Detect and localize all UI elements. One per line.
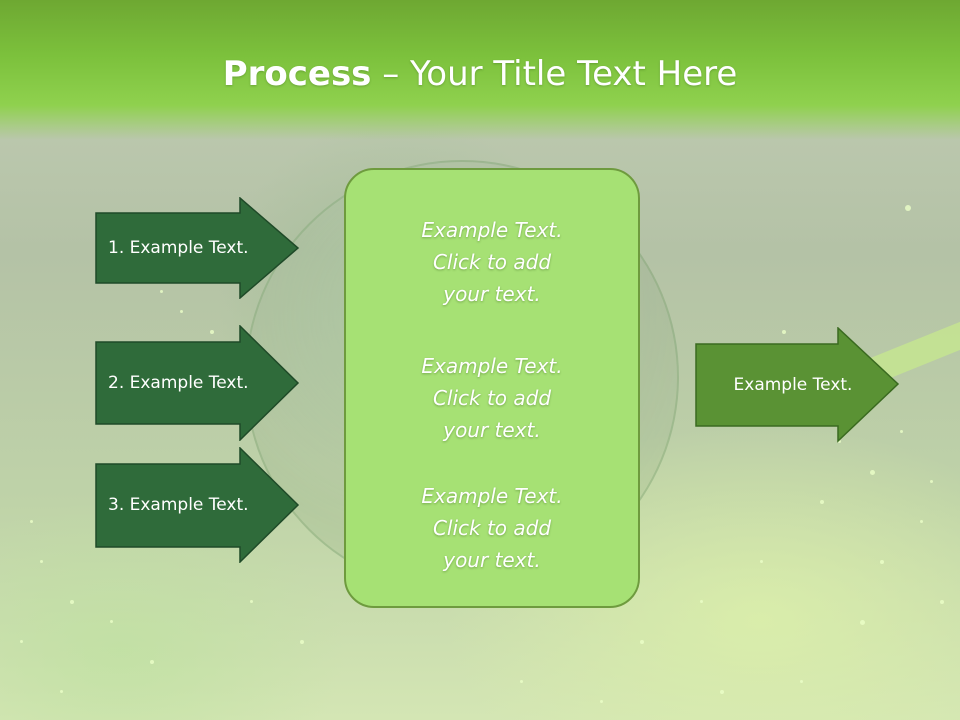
sparkle-dot: [110, 620, 113, 623]
sparkle-dot: [720, 690, 724, 694]
sparkle-dot: [160, 290, 163, 293]
process-step-arrow-3[interactable]: 3. Example Text.: [95, 447, 300, 563]
sparkle-dot: [860, 620, 865, 625]
arrow-shape: [95, 325, 300, 441]
title-bold: Process: [222, 54, 372, 94]
sparkle-dot: [300, 640, 304, 644]
step-label-1: 1. Example Text.: [108, 238, 249, 258]
sparkle-dot: [60, 690, 63, 693]
panel-text-block-2[interactable]: Example Text. Click to add your text.: [421, 354, 563, 442]
sparkle-dot: [940, 600, 944, 604]
result-label: Example Text.: [733, 375, 853, 395]
sparkle-dot: [30, 520, 33, 523]
sparkle-dot: [905, 205, 911, 211]
process-step-arrow-2[interactable]: 2. Example Text.: [95, 325, 300, 441]
sparkle-dot: [210, 330, 214, 334]
sparkle-dot: [250, 600, 253, 603]
sparkle-dot: [150, 660, 154, 664]
panel-text-block-1[interactable]: Example Text. Click to add your text.: [421, 218, 563, 306]
sparkle-dot: [180, 310, 183, 313]
center-text-panel[interactable]: Example Text. Click to add your text. Ex…: [344, 168, 640, 608]
sparkle-dot: [760, 560, 763, 563]
sparkle-dot: [20, 640, 23, 643]
sparkle-dot: [800, 680, 803, 683]
step-label-2: 2. Example Text.: [108, 373, 249, 393]
result-arrow[interactable]: Example Text.: [695, 327, 900, 443]
slide-title[interactable]: Process – Your Title Text Here: [0, 52, 960, 96]
sparkle-dot: [40, 560, 43, 563]
arrow-shape: [95, 197, 300, 299]
title-rest: – Your Title Text Here: [371, 54, 738, 94]
sparkle-dot: [520, 680, 523, 683]
process-step-arrow-1[interactable]: 1. Example Text.: [95, 197, 300, 299]
sparkle-dot: [700, 600, 703, 603]
sparkle-dot: [880, 560, 884, 564]
sparkle-dot: [782, 330, 786, 334]
arrow-shape: [695, 327, 900, 443]
sparkle-dot: [920, 520, 923, 523]
step-label-3: 3. Example Text.: [108, 495, 249, 515]
title-bar: [0, 0, 960, 140]
sparkle-dot: [900, 430, 903, 433]
sparkle-dot: [870, 470, 875, 475]
sparkle-dot: [838, 440, 841, 443]
sparkle-dot: [820, 500, 824, 504]
panel-text-block-3[interactable]: Example Text. Click to add your text.: [421, 484, 563, 572]
sparkle-dot: [70, 600, 74, 604]
sparkle-dot: [640, 640, 644, 644]
arrow-shape: [95, 447, 300, 563]
sparkle-dot: [600, 700, 603, 703]
sparkle-dot: [930, 480, 933, 483]
